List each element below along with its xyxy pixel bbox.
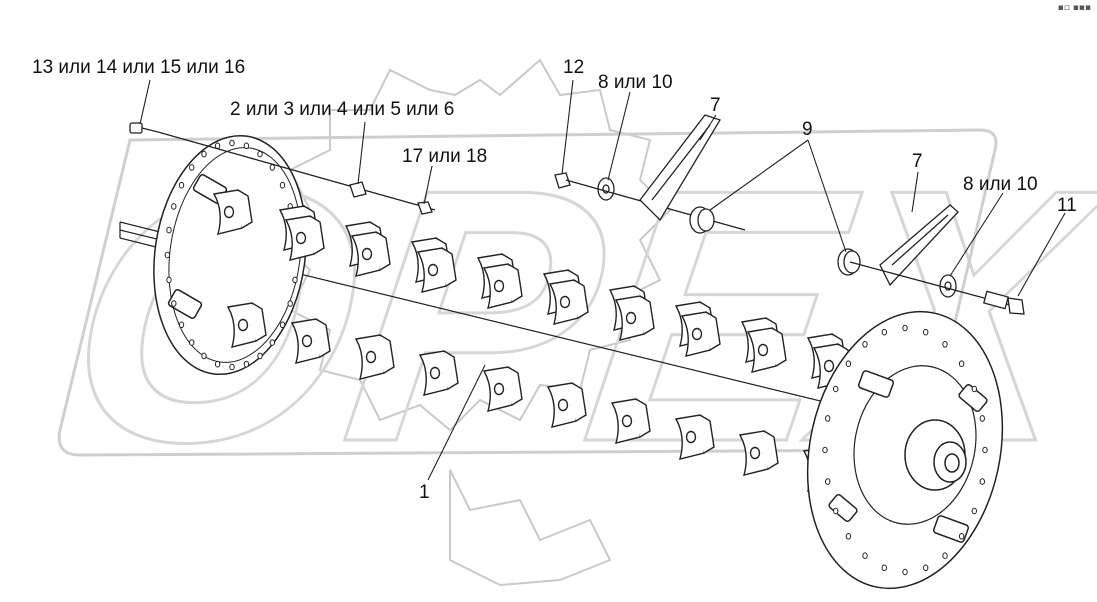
- disc-hole: [229, 363, 235, 371]
- disc-hole: [292, 276, 298, 284]
- label-1: 1: [419, 482, 430, 503]
- watermark-gear: [278, 58, 672, 587]
- disc-hole: [923, 328, 929, 336]
- disc-hole: [279, 181, 286, 189]
- rotor-tooth: [738, 430, 779, 476]
- disc-hole: [942, 341, 948, 348]
- disc-hole: [166, 226, 172, 234]
- label-12: 12: [563, 57, 585, 78]
- rotor-tooth: [614, 295, 655, 341]
- disc-hole: [279, 321, 286, 329]
- disc-hole: [845, 533, 852, 540]
- disc-hole: [845, 360, 852, 368]
- disc-hole: [923, 564, 929, 572]
- left-disc: [153, 134, 307, 376]
- disc-hole: [287, 300, 293, 307]
- disc-hole: [243, 142, 250, 150]
- disc-hole: [982, 446, 988, 454]
- disc-hole: [257, 150, 263, 158]
- disc-hole: [201, 150, 207, 158]
- disc-hole: [178, 181, 185, 189]
- disc-hole: [171, 203, 177, 210]
- disc-hole: [189, 164, 195, 171]
- disc-hole: [229, 139, 235, 147]
- label-7a: 7: [710, 95, 721, 116]
- disc-hole: [201, 352, 207, 360]
- disc-hole: [862, 341, 868, 348]
- leader-lines: [139, 79, 1066, 481]
- rotor-tooth: [350, 231, 391, 277]
- right-disc-holes: [822, 324, 988, 576]
- disc-hole: [269, 164, 275, 171]
- disc-hole: [825, 478, 831, 485]
- label-7b: 7: [912, 151, 923, 172]
- rotor-tooth: [482, 366, 523, 412]
- disc-hole: [243, 360, 250, 368]
- right-disc: [806, 310, 1004, 590]
- rotor-tooth: [354, 334, 395, 380]
- disc-hole: [902, 568, 908, 576]
- disc-hole: [166, 276, 172, 284]
- rotor-teeth: [212, 189, 853, 492]
- shaft-left-end: [119, 221, 161, 233]
- rotor-tooth: [680, 311, 721, 357]
- disc-hole: [942, 552, 948, 560]
- rotor-tooth: [610, 398, 651, 444]
- label-11: 11: [1057, 195, 1077, 216]
- label-13: 13 или 14 или 15 или 16: [32, 57, 246, 78]
- disc-hole: [958, 360, 965, 368]
- disc-hole: [825, 415, 831, 422]
- disc-hole: [833, 507, 839, 515]
- disc-hole: [862, 552, 868, 560]
- rotor-tooth: [482, 263, 523, 309]
- disc-hole: [171, 300, 177, 307]
- label-17: 17 или 18: [402, 146, 488, 167]
- disc-hole: [164, 251, 171, 259]
- disc-hole: [214, 360, 221, 368]
- disc-hole: [979, 478, 985, 485]
- rotor-tooth: [418, 350, 459, 396]
- disc-hole: [881, 328, 887, 336]
- corner-mark: ▪︎▫︎ ▪︎▪︎▪︎: [1057, 3, 1091, 13]
- disc-hole: [833, 385, 839, 393]
- rotor-tooth: [416, 247, 457, 293]
- rotor-tooth: [290, 318, 331, 364]
- rotor-tooth: [674, 414, 715, 460]
- rotor-tooth: [548, 279, 589, 325]
- disc-hole: [257, 352, 263, 360]
- rotor-tooth: [546, 382, 587, 428]
- disc-hole: [958, 533, 965, 540]
- rotor-tooth: [284, 215, 325, 261]
- label-2: 2 или 3 или 4 или 5 или 6: [230, 99, 455, 120]
- label-9: 9: [802, 119, 813, 140]
- disc-hole: [269, 339, 275, 346]
- disc-hole: [902, 324, 908, 332]
- disc-hole: [971, 385, 977, 393]
- label-8b: 8 или 10: [963, 174, 1038, 195]
- disc-hole: [881, 564, 887, 572]
- rotor-tooth: [226, 302, 267, 348]
- rotor-tooth: [212, 189, 253, 235]
- disc-hole: [178, 321, 185, 329]
- disc-hole: [979, 415, 985, 422]
- label-8a: 8 или 10: [598, 72, 673, 93]
- disc-hole: [971, 507, 977, 515]
- disc-hole: [189, 339, 195, 346]
- rotor-tooth: [746, 327, 787, 373]
- disc-hole: [822, 446, 828, 454]
